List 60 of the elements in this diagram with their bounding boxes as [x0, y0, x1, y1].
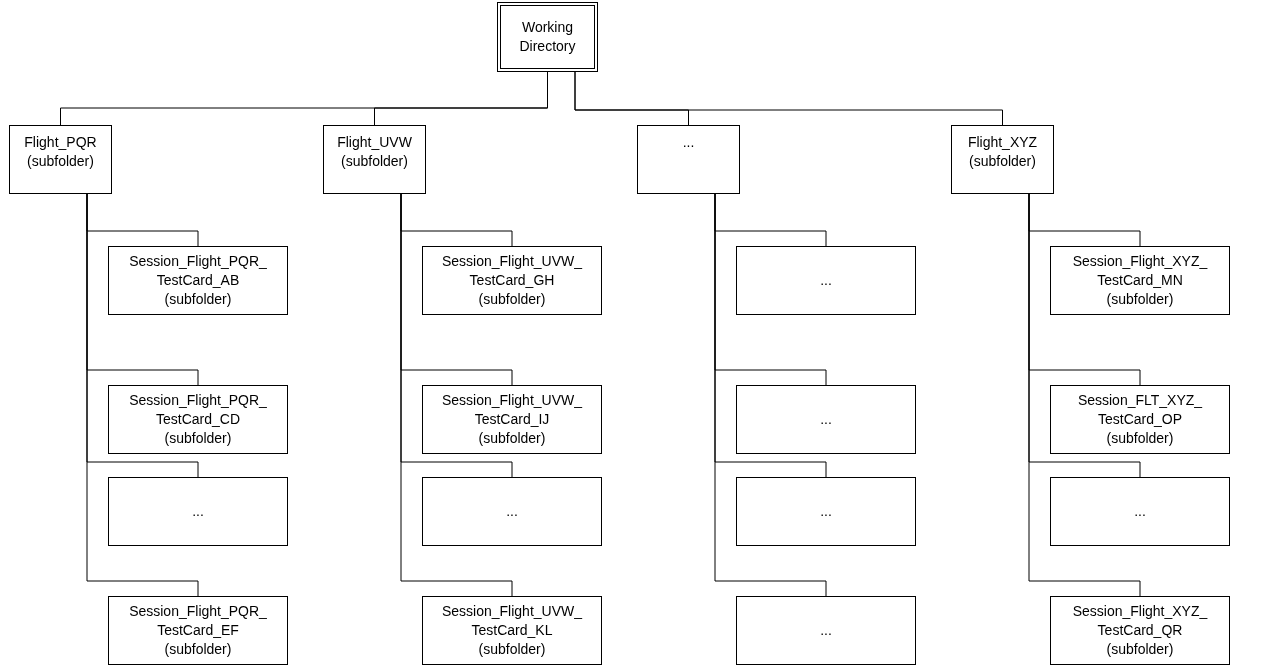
folder-label: (subfolder) — [164, 290, 232, 309]
subfolder-box — [736, 477, 916, 546]
folder-label: (subfolder) — [164, 429, 232, 448]
subfolder-box — [736, 246, 916, 315]
subfolder-box — [736, 385, 916, 454]
connector-line — [1028, 193, 1141, 597]
subfolder-box — [422, 477, 602, 546]
folder-label: Session_Flight_PQR_ TestCard_AB — [128, 252, 268, 290]
connector-line — [374, 71, 548, 126]
folder-label: ... — [820, 502, 832, 521]
folder-box — [951, 125, 1054, 194]
folder-label: ... — [192, 502, 204, 521]
folder-box — [9, 125, 112, 194]
subfolder-box — [736, 596, 916, 665]
folder-label: (subfolder) — [478, 290, 546, 309]
folder-label: Flight_XYZ — [967, 133, 1038, 152]
subfolder-box — [108, 477, 288, 546]
folder-label: (subfolder) — [1106, 290, 1174, 309]
folder-label: ... — [506, 502, 518, 521]
folder-label: (subfolder) — [1106, 429, 1174, 448]
folder-label: Session_Flight_XYZ_ TestCard_MN — [1071, 252, 1209, 290]
folder-label: ... — [820, 410, 832, 429]
folder-label: Session_Flight_UVW_ TestCard_IJ — [440, 391, 584, 429]
subfolder-box — [1050, 246, 1230, 315]
folder-label: (subfolder) — [164, 640, 232, 659]
folder-label: Session_Flight_PQR_ TestCard_EF — [128, 602, 268, 640]
folder-label: Session_Flight_UVW_ TestCard_KL — [440, 602, 584, 640]
folder-label: Session_Flight_XYZ_ TestCard_QR — [1071, 602, 1209, 640]
folder-label: ... — [820, 621, 832, 640]
folder-label: Session_FLT_XYZ_ TestCard_OP — [1076, 391, 1204, 429]
connector-line — [714, 193, 827, 597]
folder-label: Flight_UVW — [337, 133, 412, 152]
folder-label: (subfolder) — [478, 640, 546, 659]
folder-label: (subfolder) — [341, 152, 408, 171]
subfolder-box — [1050, 596, 1230, 665]
folder-label: Flight_PQR — [24, 133, 97, 152]
connector-line — [86, 193, 199, 597]
folder-label: ... — [820, 271, 832, 290]
folder-label: (subfolder) — [27, 152, 94, 171]
subfolder-box — [108, 596, 288, 665]
connector-line — [400, 193, 513, 597]
folder-label: (subfolder) — [969, 152, 1036, 171]
folder-label: Session_Flight_UVW_ TestCard_GH — [440, 252, 584, 290]
folder-label: ... — [682, 133, 695, 152]
folder-label: ... — [1134, 502, 1146, 521]
folder-label: (subfolder) — [1106, 640, 1174, 659]
folder-label: (subfolder) — [478, 429, 546, 448]
folder-box — [323, 125, 426, 194]
subfolder-box — [108, 385, 288, 454]
folder-label: Working Directory — [518, 18, 577, 56]
subfolder-box — [1050, 385, 1230, 454]
subfolder-box — [422, 385, 602, 454]
connector-line — [574, 71, 1003, 126]
folder-box — [637, 125, 740, 194]
subfolder-box — [422, 246, 602, 315]
subfolder-box — [422, 596, 602, 665]
root-folder-box — [497, 2, 598, 72]
subfolder-box — [108, 246, 288, 315]
subfolder-box — [1050, 477, 1230, 546]
folder-label: Session_Flight_PQR_ TestCard_CD — [128, 391, 268, 429]
